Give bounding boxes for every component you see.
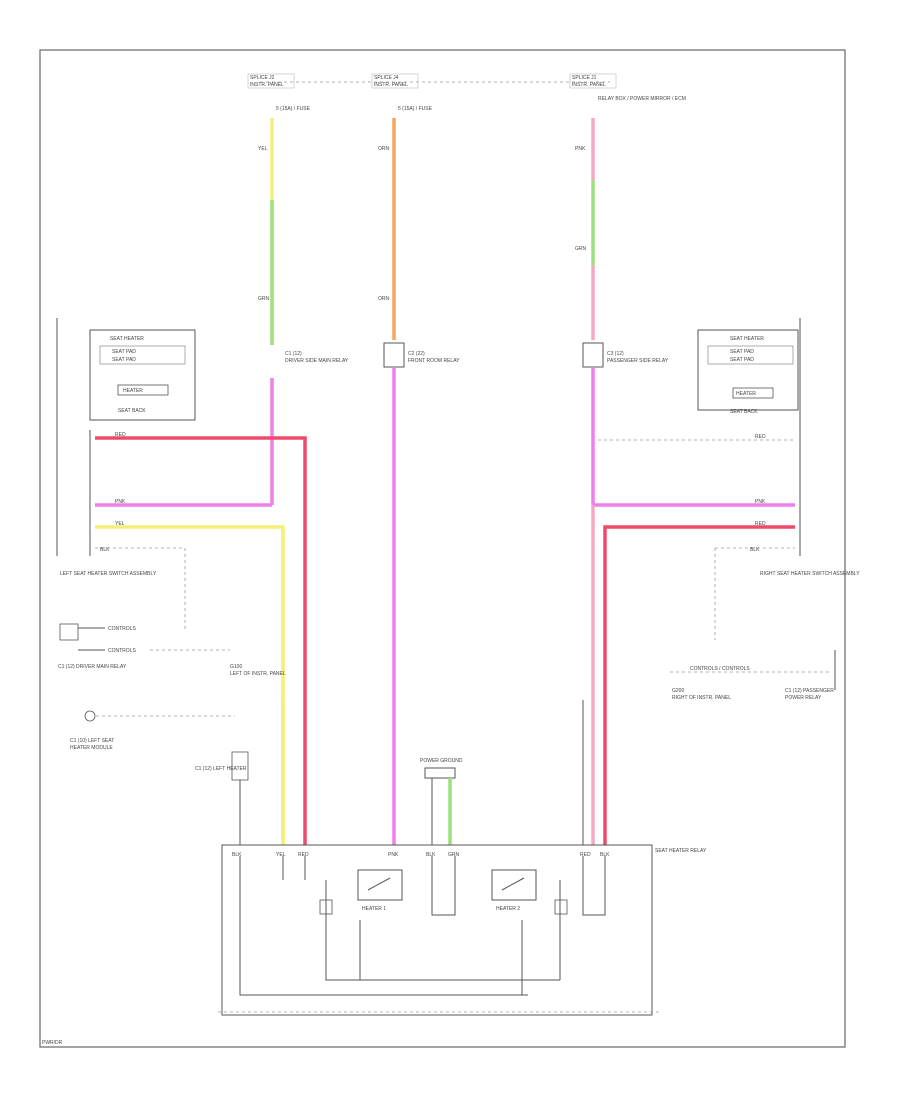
top-splice-3-line2: INSTR. PANEL: [572, 82, 606, 88]
right-pin-1: RED: [755, 434, 766, 440]
wire-right-red: [603, 525, 795, 845]
left-note-6: C1 (10) LEFT SEAT: [70, 738, 114, 744]
right-note-5: POWER RELAY: [785, 695, 822, 701]
seat-heater-relay-module: SEAT HEATER RELAY BLK YEL RED PNK BLK GR…: [221, 844, 707, 1016]
heater-switch-1-label: HEATER 1: [362, 906, 386, 912]
top-splice-1-line1: SPLICE J2: [250, 75, 275, 81]
col2-wire-top: ORN: [378, 146, 390, 152]
page-tag: PWR/DR: [42, 1040, 63, 1046]
right-module-row-1: SEAT PAD: [730, 349, 754, 355]
top-splice-1: SPLICE J2 INSTR. PANEL: [247, 73, 295, 89]
left-pin-4: BLK: [100, 547, 110, 553]
right-note-4: C1 (12) PASSENGER: [785, 688, 834, 694]
left-note-4: G100: [230, 664, 242, 670]
right-note-2: G200: [672, 688, 684, 694]
col3-connector: C3 (12): [607, 351, 624, 357]
top-splice-2-line1: SPLICE J4: [374, 75, 399, 81]
col3-wire-top: PNK: [575, 146, 586, 152]
left-note-5: LEFT OF INSTR. PANEL: [230, 671, 286, 677]
col1-top-note: 5 (15A) / FUSE: [276, 106, 311, 112]
right-module-sub: SEAT BACK: [730, 409, 758, 415]
bottom-pin-l2: YEL: [276, 852, 286, 858]
col2-wire-mid: ORN: [378, 296, 390, 302]
bottom-pin-r1: RED: [580, 852, 591, 858]
left-note-1: CONTROLS: [108, 626, 136, 632]
bottom-pin-l1: BLK: [232, 852, 242, 858]
left-module-header: SEAT HEATER: [110, 336, 144, 342]
col3-wire-mid: GRN: [575, 246, 587, 252]
right-note-3: RIGHT OF INSTR. PANEL: [672, 695, 731, 701]
col1-wire-mid: GRN: [258, 296, 270, 302]
col1-connector-desc: DRIVER SIDE MAIN RELAY: [285, 358, 349, 364]
top-splice-2: SPLICE J4 INSTR. PANEL: [371, 73, 419, 89]
diagram-frame: [39, 49, 846, 1048]
power-ground: POWER GROUND: [420, 758, 463, 845]
heater-switch-2-label: HEATER 2: [496, 906, 520, 912]
bottom-pin-m2: BLK: [426, 852, 436, 858]
left-note-2: CONTROLS: [108, 648, 136, 654]
right-module-header: SEAT HEATER: [730, 336, 764, 342]
heater-switch-1: [357, 869, 403, 901]
col1-wire-top: YEL: [258, 146, 268, 152]
bottom-pin-m1: PNK: [388, 852, 399, 858]
left-pin-2: PNK: [115, 499, 126, 505]
col2-connector: C2 (22): [408, 351, 425, 357]
col1-connector: C1 (12): [285, 351, 302, 357]
ground-label: POWER GROUND: [420, 758, 463, 764]
col2-relay-box: [383, 342, 405, 368]
top-splice-3: SPLICE J1 INSTR. PANEL: [569, 73, 617, 89]
bottom-pin-l3: RED: [298, 852, 309, 858]
heater-switch-2: [491, 869, 537, 901]
left-note-3: C1 (12) DRIVER MAIN RELAY: [58, 664, 127, 670]
left-module-row-2: SEAT PAD: [112, 357, 136, 363]
left-notes: CONTROLS CONTROLS C1 (12) DRIVER MAIN RE…: [58, 623, 286, 781]
right-note-1: CONTROLS / CONTROLS: [690, 666, 750, 672]
right-pin-4: BLK: [750, 547, 760, 553]
left-module-row-1: SEAT PAD: [112, 349, 136, 355]
left-module-heater-button: [117, 384, 169, 396]
bottom-pin-m3: GRN: [448, 852, 460, 858]
right-module-button-label: HEATER: [736, 391, 756, 397]
left-pin-1: RED: [115, 432, 126, 438]
right-notes: CONTROLS / CONTROLS G200 RIGHT OF INSTR.…: [670, 650, 836, 701]
right-module-row-2: SEAT PAD: [730, 357, 754, 363]
left-module-button-label: HEATER: [123, 388, 143, 394]
right-pin-3: RED: [755, 521, 766, 527]
col3-connector-desc: PASSENGER SIDE RELAY: [607, 358, 669, 364]
col2-connector-desc: FRONT ROOM RELAY: [408, 358, 460, 364]
left-module-sub: SEAT BACK: [118, 408, 146, 414]
col3-relay-box: [582, 342, 604, 368]
top-splice-3-line1: SPLICE J1: [572, 75, 597, 81]
left-note-7: HEATER MODULE: [70, 745, 113, 751]
left-pin-3: YEL: [115, 521, 125, 527]
right-module-heater-button: [732, 387, 774, 399]
left-module-name: LEFT SEAT HEATER SWITCH ASSEMBLY: [60, 571, 157, 577]
left-note-8: C1 (12) LEFT HEATER: [195, 766, 247, 772]
bottom-pin-r2: BLK: [600, 852, 610, 858]
top-splice-1-line2: INSTR. PANEL: [250, 82, 284, 88]
bottom-module-name: SEAT HEATER RELAY: [655, 848, 707, 854]
right-pin-2: PNK: [755, 499, 766, 505]
right-seat-heater-module: SEAT HEATER SEAT PAD SEAT PAD HEATER SEA…: [697, 318, 860, 640]
right-module-name: RIGHT SEAT HEATER SWITCH ASSEMBLY: [760, 571, 860, 577]
col3-top-note: RELAY BOX / POWER MIRROR / ECM: [598, 96, 686, 102]
col2-top-note: 5 (15A) / FUSE: [398, 106, 433, 112]
left-seat-heater-module: SEAT HEATER SEAT PAD SEAT PAD HEATER SEA…: [56, 318, 196, 630]
wire-left-red: [95, 436, 307, 845]
top-splice-2-line2: INSTR. PANEL: [374, 82, 408, 88]
